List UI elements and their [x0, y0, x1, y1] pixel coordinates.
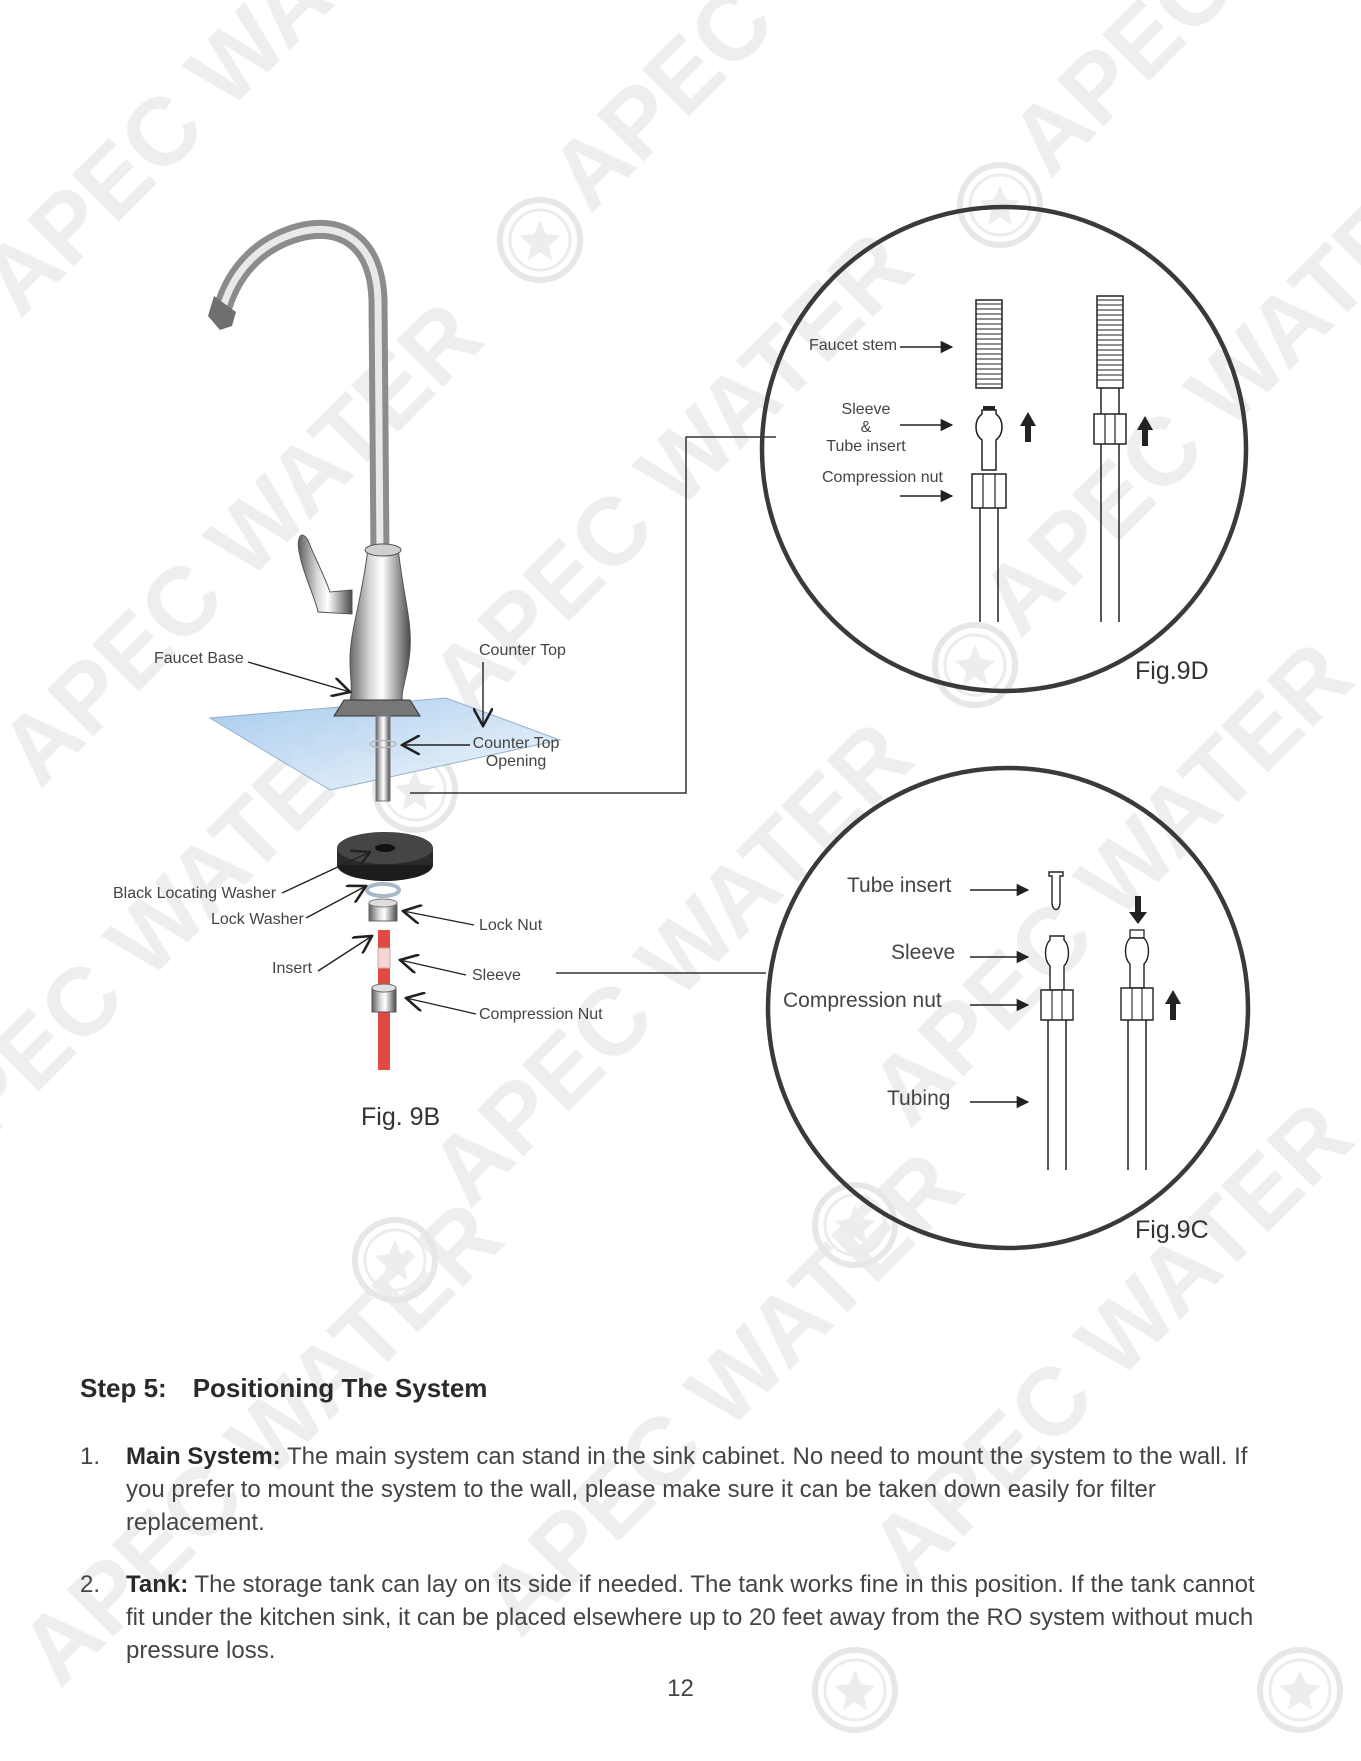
- list-item-heading: Main System:: [126, 1443, 281, 1470]
- up-arrow-icon: [1165, 990, 1181, 1020]
- black-locating-washer: [337, 832, 433, 881]
- label-faucet-base: Faucet Base: [154, 650, 244, 667]
- label-counter-top-opening-line1: Counter Top: [472, 735, 560, 752]
- list-item-heading: Tank:: [126, 1571, 189, 1598]
- label-tube-insert-9c: Tube insert: [847, 874, 952, 897]
- step-title: Positioning The System: [192, 1373, 488, 1403]
- label-black-locating-washer: Black Locating Washer: [113, 885, 277, 902]
- assembled-compression-nut: [1093, 413, 1127, 445]
- label-insert: Insert: [272, 960, 313, 977]
- page-number: 12: [667, 1675, 694, 1702]
- down-arrow-icon: [1129, 896, 1147, 924]
- connector-to-fig9d: [410, 436, 776, 794]
- list-item-body: The storage tank can lay on its side if …: [126, 1571, 1255, 1664]
- label-lock-washer: Lock Washer: [211, 911, 304, 928]
- label-compression-nut-9d: Compression nut: [822, 469, 943, 486]
- label-amp-line: &: [860, 419, 872, 437]
- sleeve-part: [1044, 935, 1070, 991]
- tube-insert-part: [1048, 871, 1064, 911]
- faucet-base-flange: [333, 699, 421, 717]
- label-compression-nut: Compression Nut: [479, 1006, 603, 1023]
- list-item-text: Main System: The main system can stand i…: [126, 1440, 1256, 1539]
- label-faucet-stem: Faucet stem: [809, 337, 898, 354]
- label-sleeve: Sleeve: [472, 967, 521, 984]
- sleeve-and-insert: [975, 409, 1003, 471]
- step-number: Step 5:: [80, 1373, 167, 1403]
- faucet-stem-threaded: [1096, 295, 1124, 389]
- compression-nut-diagram: [971, 473, 1007, 509]
- caption-fig9b: Fig. 9B: [361, 1103, 441, 1131]
- label-sleeve-9c: Sleeve: [891, 941, 956, 964]
- label-tube-insert-line: Tube insert: [826, 437, 906, 455]
- lock-washer: [365, 882, 401, 898]
- label-counter-top-opening-line2: Opening: [485, 753, 547, 771]
- list-item-number: 2.: [80, 1571, 101, 1598]
- lock-nut: [368, 898, 398, 922]
- label-tubing-9c: Tubing: [887, 1087, 951, 1110]
- fig9b-leader-lines: [247, 661, 483, 1015]
- caption-fig9d: Fig.9D: [1135, 657, 1209, 685]
- list-item-number: 1.: [80, 1443, 101, 1470]
- label-counter-top-opening: Counter Top Opening: [466, 735, 566, 772]
- list-item-text: Tank: The storage tank can lay on its si…: [126, 1568, 1256, 1667]
- compression-nut-part: [371, 983, 397, 1013]
- compression-nut-part-diagram: [1040, 989, 1074, 1021]
- faucet-spout: [214, 219, 390, 565]
- label-sleeve-line: Sleeve: [841, 401, 891, 418]
- faucet-stem-threaded: [975, 299, 1003, 389]
- up-arrow-icon: [1020, 412, 1036, 442]
- label-sleeve-tube-insert: Sleeve & Tube insert: [816, 401, 916, 456]
- up-arrow-icon: [1137, 416, 1153, 446]
- label-counter-top: Counter Top: [479, 642, 566, 659]
- caption-fig9c: Fig.9C: [1135, 1216, 1209, 1244]
- insert-sleeve: [377, 947, 391, 969]
- compression-nut-part-diagram: [1120, 987, 1154, 1021]
- fig9c-detail: [765, 765, 1251, 1251]
- list-item: 2. Tank: The storage tank can lay on its…: [80, 1568, 1255, 1668]
- list-item: 1. Main System: The main system can stan…: [80, 1440, 1247, 1540]
- label-lock-nut: Lock Nut: [479, 917, 543, 934]
- fig9d-detail: [759, 204, 1249, 694]
- faucet-body: [347, 547, 411, 706]
- step-heading: Step 5: Positioning The System: [80, 1373, 487, 1404]
- faucet-shank: [375, 715, 391, 802]
- list-item-body: The main system can stand in the sink ca…: [126, 1443, 1248, 1536]
- fig9b-faucet-illustration: [208, 219, 562, 1070]
- faucet-handle: [297, 534, 353, 615]
- sleeve-part: [1124, 937, 1150, 989]
- label-compression-nut-9c: Compression nut: [783, 989, 942, 1012]
